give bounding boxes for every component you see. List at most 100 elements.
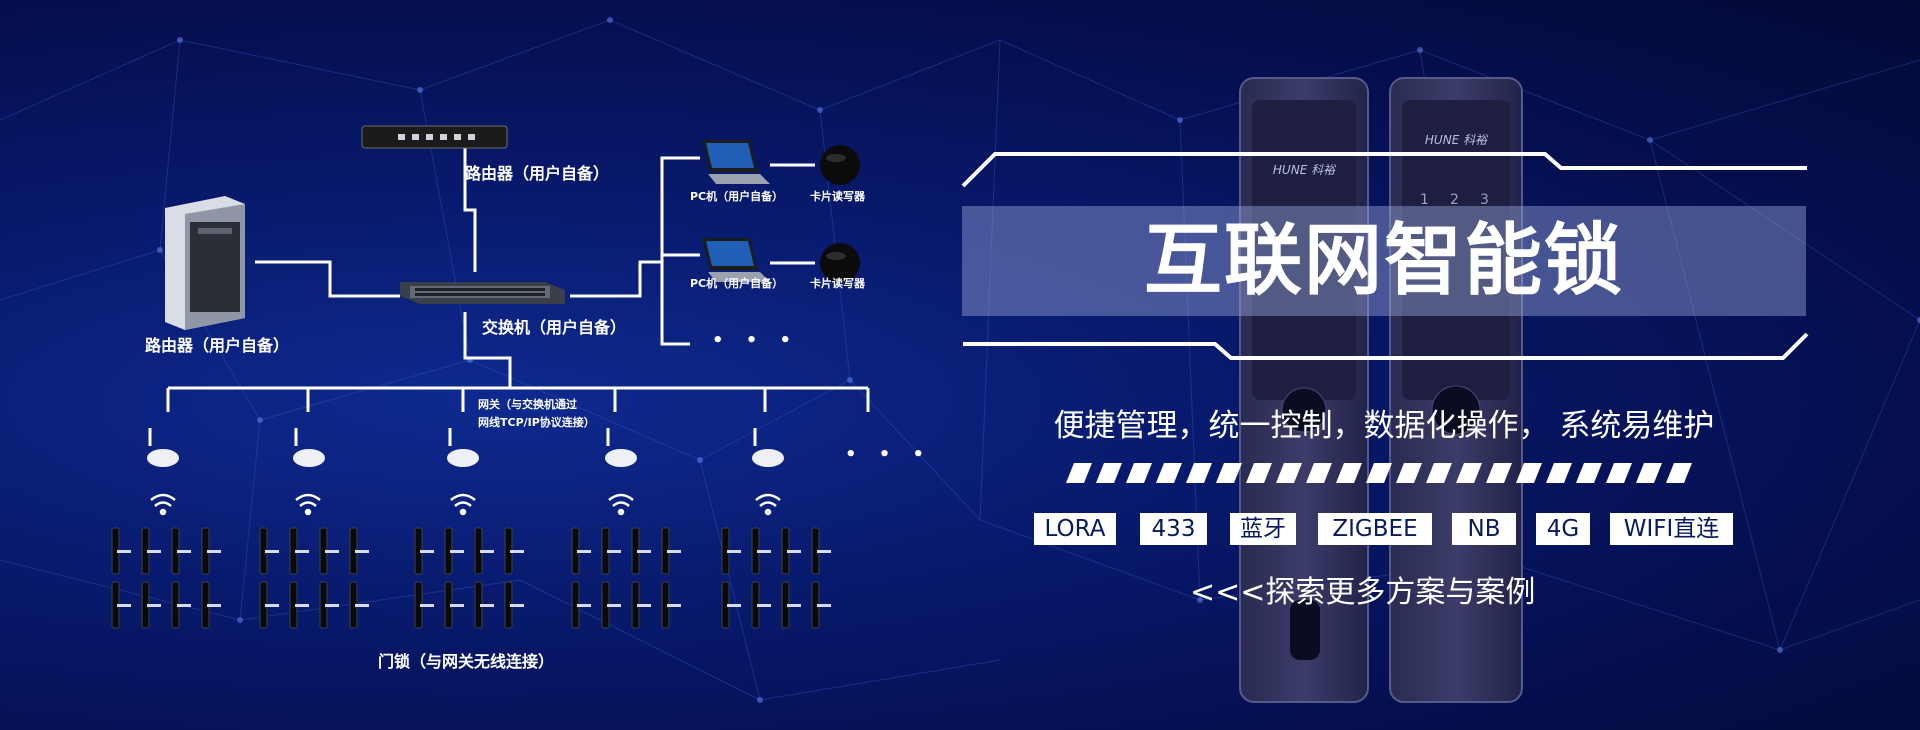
stripe xyxy=(1606,463,1632,483)
card-reader-icon xyxy=(820,243,860,283)
label-card-reader-1: 卡片读写器 xyxy=(810,190,865,203)
subtitle: 便捷管理，统一控制，数据化操作， 系统易维护 xyxy=(1053,408,1715,444)
stripe xyxy=(1216,463,1242,483)
server-icon xyxy=(165,196,245,330)
door-lock-handle xyxy=(177,604,191,607)
door-lock-handle xyxy=(667,604,681,607)
stripe xyxy=(1456,463,1482,483)
stripe xyxy=(1516,463,1542,483)
stripe xyxy=(1576,463,1602,483)
door-lock-handle xyxy=(787,604,801,607)
tag-wifi-direct[interactable]: WIFI直连 xyxy=(1610,513,1733,545)
stripe xyxy=(1396,463,1422,483)
headline-frame xyxy=(961,152,1809,360)
label-card-reader-2: 卡片读写器 xyxy=(810,277,865,290)
door-lock-handle xyxy=(637,604,651,607)
tag-nb[interactable]: NB xyxy=(1452,513,1516,545)
wifi-icon xyxy=(150,493,781,516)
stripe xyxy=(1546,463,1572,483)
door-lock-handle xyxy=(727,604,741,607)
door-lock-handle xyxy=(480,604,494,607)
smart-lock-panel-icon: HUNE 科裕 HUNE 科裕 1 2 3 xyxy=(1239,77,1523,703)
stripe xyxy=(1336,463,1362,483)
stripe xyxy=(1306,463,1332,483)
door-lock-handle xyxy=(637,550,651,553)
svg-text:1: 1 xyxy=(1420,192,1429,208)
stripe xyxy=(1186,463,1212,483)
door-lock-icon xyxy=(111,527,831,629)
door-lock-handle xyxy=(177,550,191,553)
svg-text:2: 2 xyxy=(1450,192,1459,208)
door-lock-handle xyxy=(420,550,434,553)
door-lock-handle xyxy=(577,550,591,553)
label-gateway-line-1: 网关（与交换机通过 xyxy=(478,398,577,411)
label-pc-1: PC机（用户自备） xyxy=(690,190,784,203)
explore-more-link[interactable]: <<<探索更多方案与案例 xyxy=(1190,575,1536,610)
door-lock-handle xyxy=(325,550,339,553)
stripe xyxy=(1636,463,1662,483)
svg-text:3: 3 xyxy=(1480,192,1489,208)
door-lock-handle xyxy=(207,550,221,553)
stripe xyxy=(1156,463,1182,483)
door-lock-handle xyxy=(817,604,831,607)
label-gateway-line-2: 网线TCP/IP协议连接） xyxy=(478,416,595,429)
brand-left: HUNE 科裕 xyxy=(1273,163,1337,177)
stripe xyxy=(1096,463,1122,483)
door-lock-handle xyxy=(787,550,801,553)
door-lock-handle xyxy=(450,550,464,553)
stripe xyxy=(1126,463,1152,483)
headline-band xyxy=(962,206,1806,316)
door-lock-handle xyxy=(757,550,771,553)
door-lock-handle xyxy=(727,550,741,553)
door-lock-handle xyxy=(355,550,369,553)
ellipsis-pcs: • • • xyxy=(712,330,800,351)
door-lock-handle xyxy=(265,604,279,607)
stripe xyxy=(1366,463,1392,483)
label-router-top: 路由器（用户自备） xyxy=(465,164,610,183)
tag-bluetooth[interactable]: 蓝牙 xyxy=(1230,513,1296,545)
door-lock-handle xyxy=(325,604,339,607)
stripe-bar xyxy=(1066,463,1692,483)
stripe xyxy=(1246,463,1272,483)
door-lock-handle xyxy=(817,550,831,553)
tag-zigbee[interactable]: ZIGBEE xyxy=(1318,513,1432,545)
switch-icon xyxy=(400,282,565,304)
door-lock-handle xyxy=(480,550,494,553)
headline: 互联网智能锁 xyxy=(1143,216,1624,306)
door-lock-handle xyxy=(510,604,524,607)
label-door-lock: 门锁（与网关无线连接） xyxy=(378,652,555,671)
door-lock-handle xyxy=(607,604,621,607)
door-lock-handle xyxy=(207,604,221,607)
stripe xyxy=(1486,463,1512,483)
stripe xyxy=(1666,463,1692,483)
door-lock-handle xyxy=(510,550,524,553)
door-lock-handle xyxy=(450,604,464,607)
brand-right: HUNE 科裕 xyxy=(1425,133,1489,147)
ellipsis-gateways: • • • xyxy=(845,444,933,465)
door-lock-handle xyxy=(117,550,131,553)
door-lock-handle xyxy=(757,604,771,607)
laptop-icon xyxy=(702,140,770,184)
label-pc-2: PC机（用户自备） xyxy=(690,277,784,290)
stripe xyxy=(1276,463,1302,483)
door-lock-handle xyxy=(295,550,309,553)
tag-lora[interactable]: LORA xyxy=(1034,513,1116,545)
door-lock-handle xyxy=(355,604,369,607)
stripe xyxy=(1426,463,1452,483)
stripe xyxy=(1066,463,1092,483)
router-icon xyxy=(361,125,508,149)
label-router-left: 路由器（用户自备） xyxy=(145,336,290,355)
card-reader-icon xyxy=(820,145,860,185)
door-lock-handle xyxy=(607,550,621,553)
door-lock-handle xyxy=(117,604,131,607)
door-lock-handle xyxy=(420,604,434,607)
tag-4g[interactable]: 4G xyxy=(1536,513,1590,545)
tag-433[interactable]: 433 xyxy=(1140,513,1207,545)
door-lock-handle xyxy=(295,604,309,607)
door-lock-handle xyxy=(147,550,161,553)
laptop-icon xyxy=(702,238,770,282)
gateway-icon xyxy=(147,449,784,467)
